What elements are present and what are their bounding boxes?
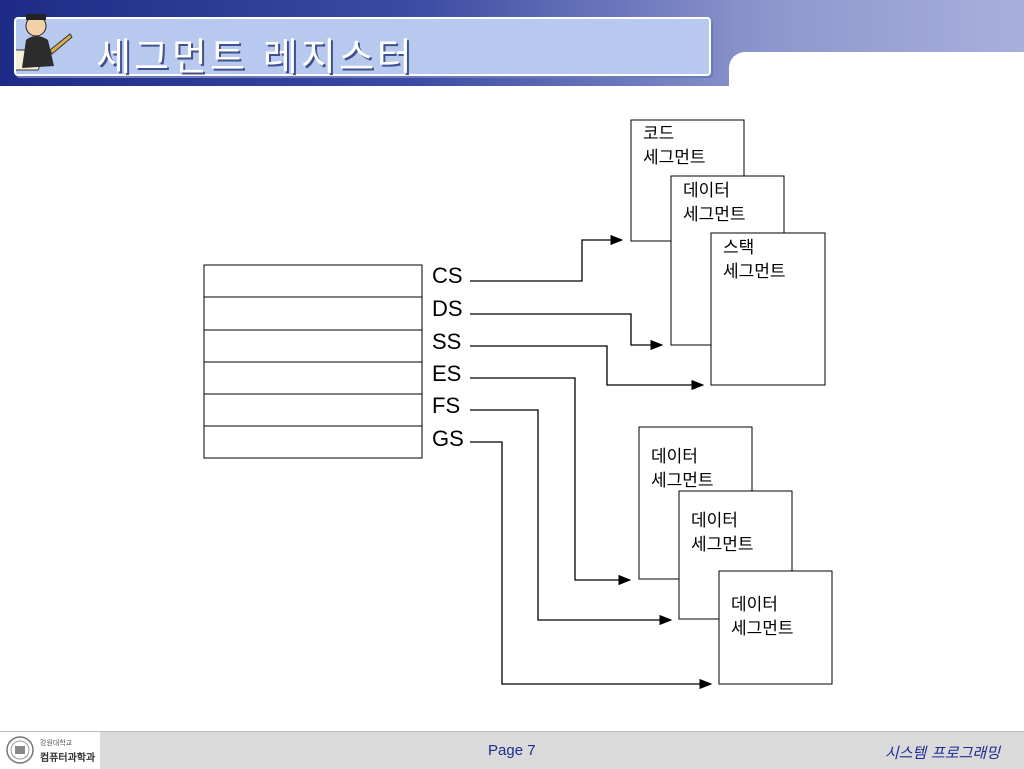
footer-logo-area: 강원대학교 컴퓨터과학과 — [0, 732, 100, 769]
cs-arrow — [470, 234, 624, 282]
register-cell-gs — [203, 425, 423, 459]
stack-segment-line2: 세그먼트 — [723, 262, 786, 282]
code-segment-line2: 세그먼트 — [643, 148, 706, 168]
data-segment-2-line1: 데이터 — [651, 447, 698, 467]
register-label-cs: CS — [432, 263, 463, 288]
university-emblem-icon — [6, 736, 34, 764]
department-name: 컴퓨터과학과 — [40, 753, 96, 764]
data-segment-4-label: 데이터 세그먼트 — [731, 593, 794, 641]
ss-arrow — [470, 345, 705, 391]
data-segment-box-4 — [718, 570, 833, 685]
fs-arrow — [470, 409, 673, 626]
course-title: 시스템 프로그래밍 — [884, 744, 1000, 762]
data-segment-3-line2: 세그먼트 — [691, 535, 754, 555]
register-cell-ds — [203, 296, 423, 331]
data-segment-2-label: 데이터 세그먼트 — [651, 445, 714, 493]
register-cell-cs — [203, 264, 423, 298]
es-arrow — [470, 377, 632, 586]
footer-bar: 강원대학교 컴퓨터과학과 Page 7 시스템 프로그래밍 — [0, 731, 1024, 769]
register-label-ds: DS — [432, 296, 463, 321]
data-segment-3-line1: 데이터 — [691, 511, 738, 531]
data-segment-3-label: 데이터 세그먼트 — [691, 509, 754, 557]
register-cell-es — [203, 361, 423, 395]
university-name: 강원대학교 — [40, 739, 73, 747]
register-cell-fs — [203, 393, 423, 427]
data-segment-1-label: 데이터 세그먼트 — [683, 179, 746, 227]
stack-segment-line1: 스택 — [723, 238, 755, 258]
data-segment-4-line1: 데이터 — [731, 595, 778, 615]
stack-segment-label: 스택 세그먼트 — [723, 236, 786, 284]
header-tab-decoration — [729, 52, 1024, 92]
stack-segment-box — [710, 232, 826, 386]
title-box — [14, 17, 711, 76]
register-label-fs: FS — [432, 393, 461, 418]
data-segment-4-line2: 세그먼트 — [731, 619, 794, 639]
register-label-ss: SS — [432, 329, 462, 354]
register-label-es: ES — [432, 361, 462, 386]
data-segment-2-line2: 세그먼트 — [651, 471, 714, 491]
data-segment-1-line1: 데이터 — [683, 181, 730, 201]
code-segment-line1: 코드 — [643, 124, 675, 144]
page-number: Page 7 — [488, 742, 536, 759]
register-table — [203, 264, 423, 459]
register-label-gs: GS — [432, 426, 464, 451]
data-segment-1-line2: 세그먼트 — [683, 205, 746, 225]
register-cell-ss — [203, 329, 423, 363]
page-title: 세그먼트 레지스터 — [96, 35, 415, 79]
gs-arrow — [470, 441, 713, 690]
ds-arrow — [470, 313, 664, 351]
code-segment-label: 코드 세그먼트 — [643, 122, 706, 170]
scholar-logo-icon — [16, 14, 73, 71]
